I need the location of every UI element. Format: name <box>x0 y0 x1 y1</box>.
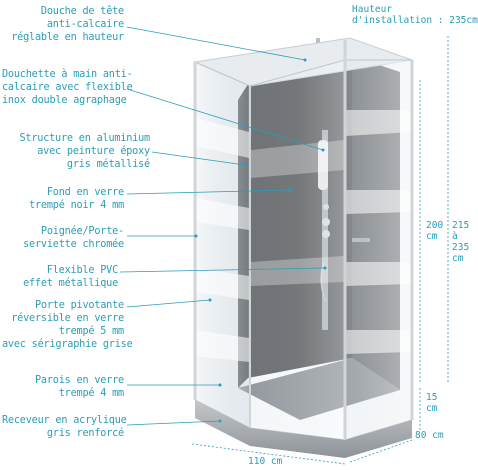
label-fond: Fond en verre trempé noir 4 mm <box>29 187 124 211</box>
label-douche-tete: Douche de tête anti-calcaire réglable en… <box>11 6 124 43</box>
height-200-label: 200 cm <box>426 220 444 242</box>
depth-label: 80 cm <box>415 430 444 441</box>
height-215-235-label: 215 à 235 cm <box>452 220 470 264</box>
label-receveur: Receveur en acrylique gris renforcé <box>2 415 127 439</box>
label-poignee: Poignée/Porte- serviette chromée <box>23 226 124 250</box>
leader-lines <box>119 26 326 426</box>
shower-tray <box>195 400 412 458</box>
left-glass-panel <box>194 61 251 429</box>
screen-print-bands <box>196 110 411 362</box>
pivot-door <box>249 59 346 441</box>
label-parois: Parois en verre trempé 4 mm <box>34 375 124 399</box>
tray-height-label: 15 cm <box>426 392 438 414</box>
label-douchette: Douchette à main anti- calcaire avec fle… <box>2 69 133 106</box>
label-flexible: Flexible PVC effet métallique <box>23 265 118 289</box>
towel-handle <box>352 238 370 242</box>
label-porte: Porte pivotante réversible en verre trem… <box>2 300 133 350</box>
width-label: 110 cm <box>248 456 283 467</box>
installation-height-label: Hauteur d'installation : 235cm <box>352 4 478 26</box>
label-structure: Structure en aluminium avec peinture épo… <box>19 133 150 170</box>
dimension-lines <box>191 36 449 465</box>
